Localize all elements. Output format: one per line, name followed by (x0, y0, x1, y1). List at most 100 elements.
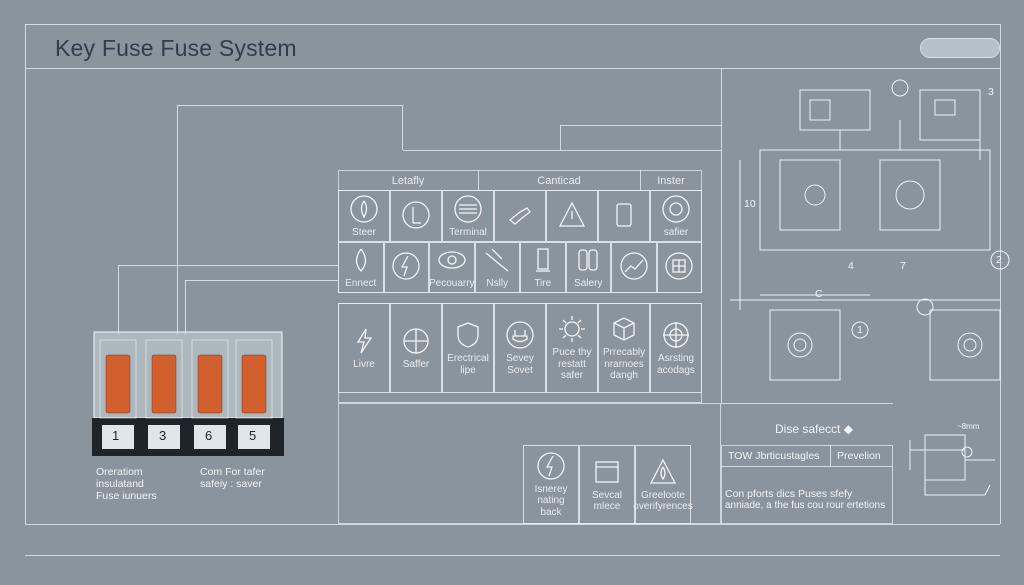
circuit-icon (403, 328, 429, 354)
side-col2: Prevelion (837, 450, 881, 462)
table-divider (640, 170, 641, 190)
top-rule (25, 24, 1000, 25)
icon-cell-top[interactable] (546, 190, 598, 242)
icon-cell-mid[interactable] (656, 242, 702, 293)
icon-cell-top[interactable]: Steer (338, 190, 390, 242)
cell-label: Pecouarry (428, 278, 475, 290)
sun-icon (559, 316, 585, 343)
hand-icon (508, 206, 531, 225)
connector-line (118, 265, 119, 335)
cell-label: Sevey Sovet (506, 353, 534, 376)
eye-lens-icon (438, 251, 466, 269)
side-heading: Dise safecct ◆ (775, 422, 853, 436)
tech-label-2: 2 (996, 254, 1002, 266)
icon-cell-bottom[interactable]: Greeloote overifyrences (633, 445, 693, 524)
side-col1: TOW Jbrticustagles (728, 450, 820, 462)
fuse-slot-5: 5 (249, 428, 257, 443)
icon-cell-mid[interactable]: Tire (520, 242, 566, 293)
header-inster: Inster (657, 175, 685, 187)
curve-circle-icon (620, 252, 648, 280)
cell-label: safier (663, 226, 689, 238)
right-rule (1000, 24, 1001, 524)
cell-label: Ennect (345, 278, 377, 290)
caption-right-1: Com For tafer (200, 466, 265, 478)
side-text-2: anniade, a the fus cou rour ertetions (725, 500, 886, 511)
connector-line (177, 105, 178, 335)
cup-icon (535, 248, 550, 272)
grid-icon (665, 252, 693, 280)
connector-line (403, 150, 721, 151)
icon-cell-top[interactable]: safier (650, 190, 702, 242)
connector-line (177, 105, 403, 106)
icon-cell-bottom[interactable]: Isnerey nating back (523, 445, 579, 524)
drop-icon (355, 248, 366, 273)
icon-cell-mid[interactable] (611, 242, 657, 293)
icon-cell-safety[interactable]: Erectrical lipe (442, 303, 494, 393)
connector-line (185, 280, 338, 281)
side-table (721, 445, 893, 524)
side-divider (830, 445, 831, 466)
footer-rule (25, 555, 1000, 556)
icon-cell-safety[interactable]: Saffer (390, 303, 442, 393)
coil-circle-icon (454, 195, 482, 223)
side-text-1: Con pforts dics Puses sfefy (725, 488, 853, 500)
diamond-icon: ◆ (843, 422, 853, 436)
cell-label: Erectrical lipe (447, 353, 489, 376)
fuse-slot-6: 6 (205, 428, 213, 443)
icon-cell-top[interactable]: Terminal (442, 190, 494, 242)
table-divider (478, 170, 479, 190)
cube-icon (613, 317, 635, 341)
tech-label-7: 7 (900, 260, 906, 272)
icon-cell-mid[interactable]: Pecouarry (429, 242, 475, 293)
caption-left-3: Fuse iunuers (96, 490, 157, 502)
cell-label: Asrsting acodags (657, 353, 695, 376)
bolt-circle-icon (537, 452, 565, 480)
tech-label-c: C (815, 288, 823, 300)
icon-cell-mid[interactable] (383, 242, 429, 293)
icon-cell-safety[interactable]: Asrsting acodags (650, 303, 702, 393)
header-canticad: Canticad (537, 175, 581, 187)
cell-label: Greeloote overifyrences (633, 489, 693, 513)
tech-label-3: 3 (988, 86, 994, 98)
header-letafly: Letafly (391, 175, 425, 187)
plug-circle-icon (506, 321, 534, 349)
rod-circle-icon (402, 200, 430, 229)
caption-left-2: insulatand (96, 478, 144, 490)
header-rule (25, 68, 1000, 69)
bolt-circle-icon (392, 252, 420, 280)
cell-label: Saffer (402, 358, 430, 370)
triangle-flame-icon (649, 458, 677, 484)
icon-cell-safety[interactable]: Puce thy restatt safer (546, 303, 598, 393)
side-divider (721, 403, 893, 404)
icon-cell-mid[interactable]: Ennect (338, 242, 384, 293)
fuse-block: 1 3 6 5 (92, 330, 284, 458)
caption-right-2: safeiy : saver (200, 478, 262, 490)
connector-line (560, 125, 722, 126)
bolt-icon (356, 328, 373, 354)
icon-cell-mid[interactable]: Nslly (474, 242, 520, 293)
bracket-label: ~8mm (957, 422, 980, 431)
icon-cell-safety[interactable]: Prrecably nrarnoes dangh (598, 303, 650, 393)
tech-label-1: 1 (857, 324, 863, 336)
technical-drawing: 4 7 C 2 1 10 3 (720, 70, 1020, 400)
icon-cell-safety[interactable]: Livre (338, 303, 390, 393)
page-title: Key Fuse Fuse System (55, 35, 297, 61)
connector-line (721, 68, 722, 403)
icon-cell-bottom[interactable]: Sevcal mlece (579, 445, 635, 524)
caption-left-1: Oreratiom (96, 466, 143, 478)
icon-cell-top[interactable] (598, 190, 650, 242)
pliers-icon (485, 248, 509, 272)
connector-line (402, 105, 403, 150)
cell-label: Salery (574, 278, 603, 290)
toggle-pill[interactable] (920, 38, 1000, 58)
icon-cell-mid[interactable]: Salery (565, 242, 611, 293)
icon-cell-top[interactable] (390, 190, 442, 242)
icon-cell-top[interactable] (494, 190, 546, 242)
fuse-slot-1: 1 (112, 428, 120, 443)
cell-label: Isnerey nating back (534, 483, 568, 518)
icon-cell-safety[interactable]: Sevey Sovet (494, 303, 546, 393)
cell-label: Prrecably nrarnoes dangh (602, 347, 646, 382)
bottom-rule (25, 524, 1000, 525)
shield-icon (457, 322, 479, 348)
connector-icon (578, 249, 598, 271)
